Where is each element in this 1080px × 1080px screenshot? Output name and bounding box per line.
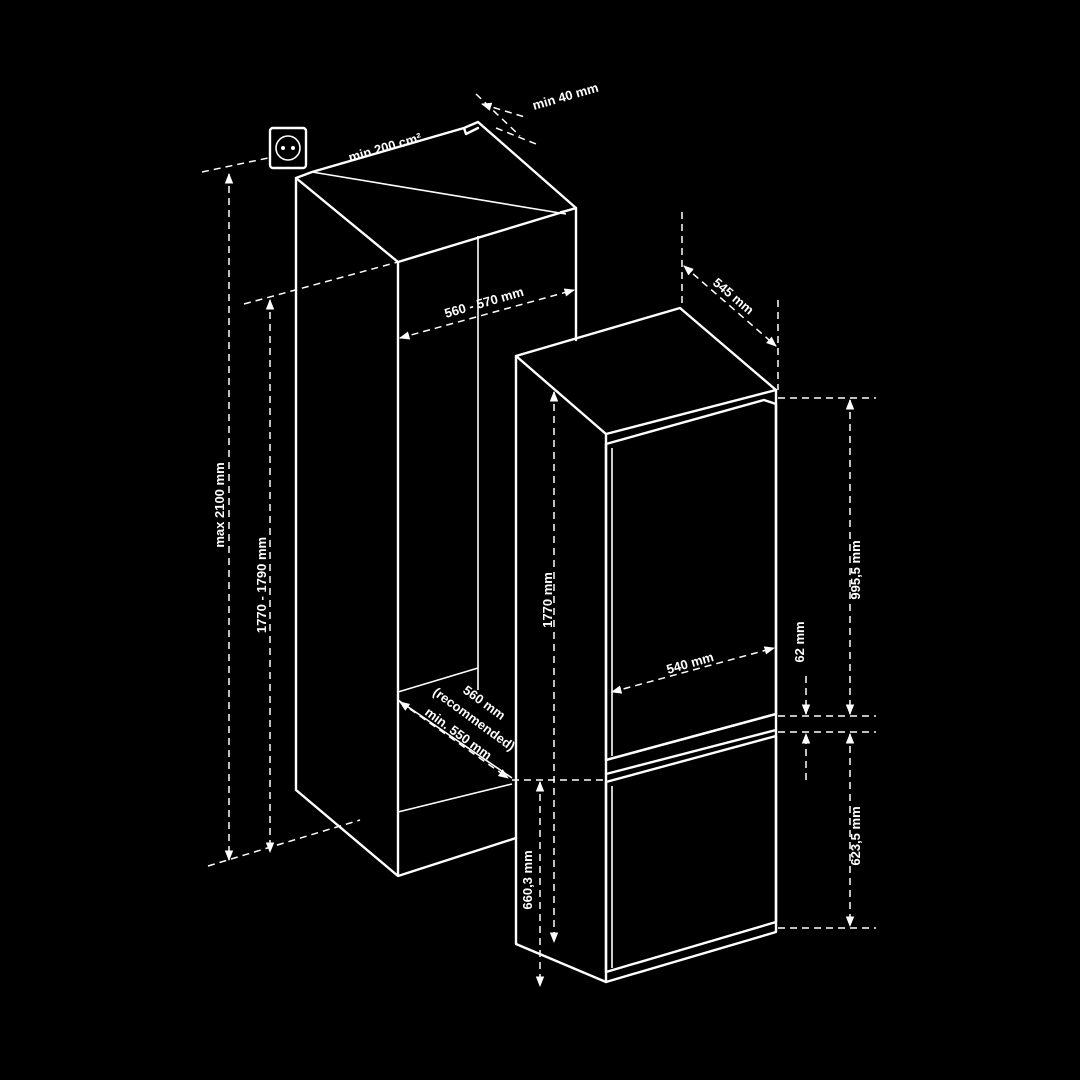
niche-cabinet: [294, 120, 578, 878]
label-min-200: min 200 cm²: [347, 130, 424, 165]
label-h-995: 995,5 mm: [848, 540, 863, 599]
label-h-623: 623,5 mm: [848, 806, 863, 865]
label-h-660: 660,3 mm: [520, 850, 535, 909]
label-h-62: 62 mm: [792, 621, 807, 662]
dimension-lines: [201, 93, 876, 988]
fridge-appliance: [514, 306, 778, 984]
label-depth-545: 545 mm: [710, 275, 757, 318]
label-width-540: 540 mm: [665, 649, 716, 677]
label-min-40: min 40 mm: [531, 80, 600, 113]
label-height-1770: 1770 mm: [540, 572, 555, 628]
label-niche-height: 1770 - 1790 mm: [254, 537, 269, 633]
label-max-height: max 2100 mm: [212, 462, 227, 547]
power-socket-icon: [268, 126, 308, 170]
